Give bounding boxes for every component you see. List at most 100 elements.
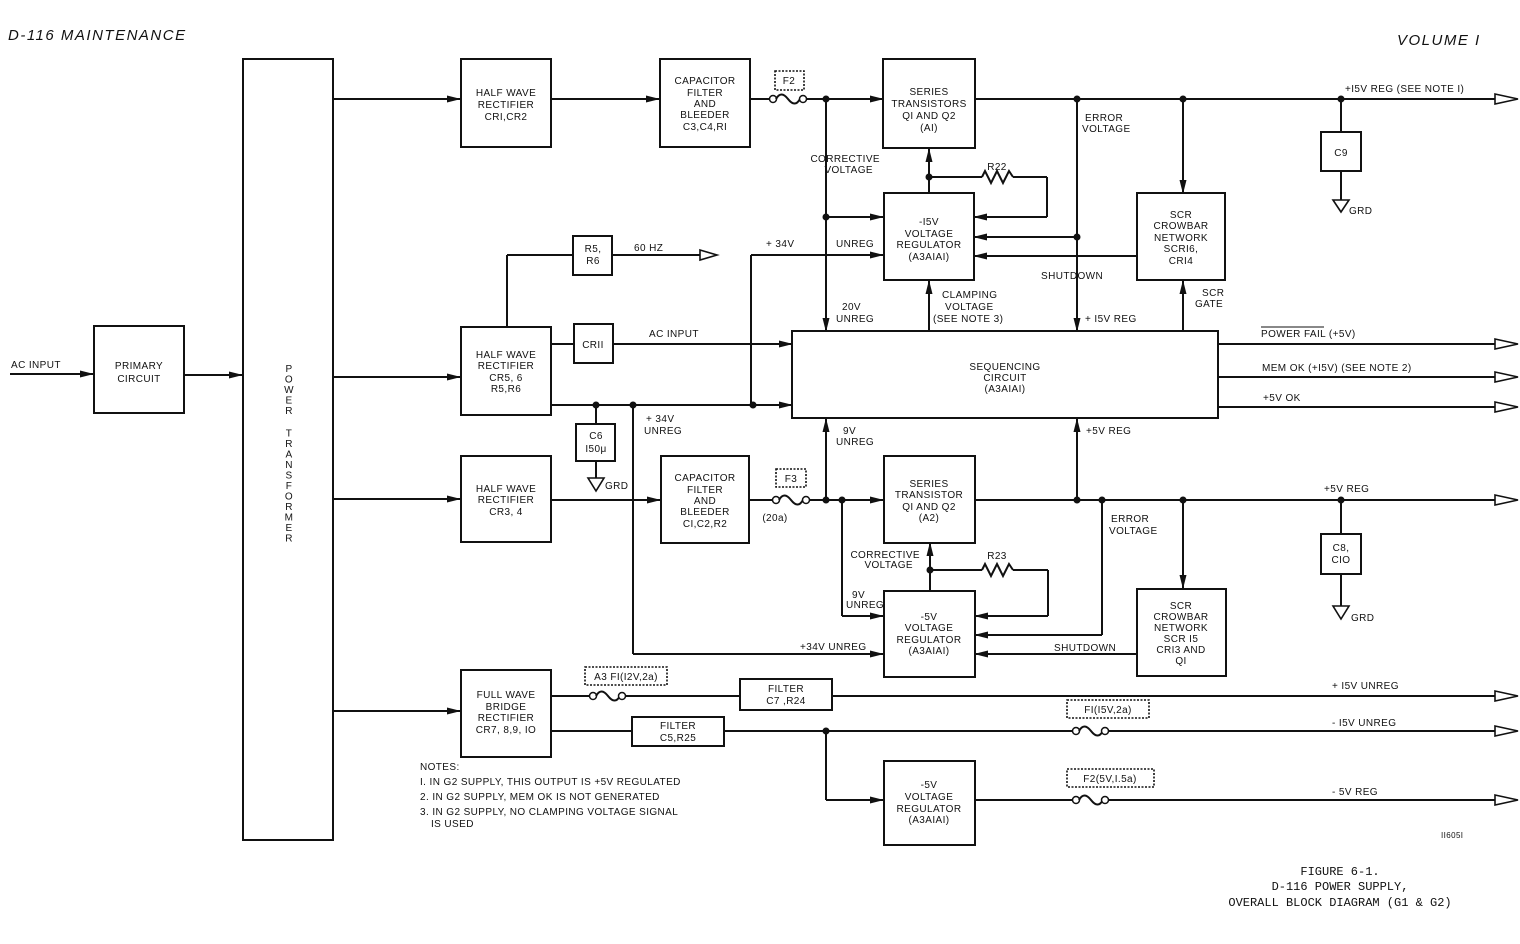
- 20v-unreg-label: UNREG: [836, 314, 874, 325]
- full-wave-bridge-block: FULL WAVE BRIDGE RECTIFIER CR7, 8,9, IO: [460, 669, 552, 758]
- primary-circuit-block: PRIMARY CIRCUIT: [93, 325, 185, 414]
- svg-text:CIRCUIT: CIRCUIT: [983, 373, 1026, 384]
- power-transformer-letter: O: [285, 375, 293, 386]
- svg-text:CROWBAR: CROWBAR: [1153, 612, 1208, 623]
- fuse-f1-label: FI(I5V,2a): [1084, 705, 1132, 716]
- clamping-label-3: (SEE NOTE 3): [933, 314, 1003, 325]
- svg-text:FULL WAVE: FULL WAVE: [477, 690, 536, 701]
- half-wave-rectifier-cr5-block: HALF WAVE RECTIFIER CR5, 6 R5,R6: [460, 326, 552, 416]
- corrective-voltage-1-label: CORRECTIVE: [810, 154, 880, 165]
- half-wave-rectifier-cr1-cr2-block: HALF WAVE RECTIFIER CRI,CR2: [460, 58, 552, 148]
- fuse-f2-label: F2: [783, 76, 796, 87]
- half-wave-rectifier-cr3-block: HALF WAVE RECTIFIER CR3, 4: [460, 455, 552, 543]
- 9v-seq-label: 9V: [843, 426, 856, 437]
- svg-text:R6: R6: [586, 256, 600, 267]
- filter-c5-block: FILTER C5,R25: [631, 716, 725, 747]
- fuse-labels: F2 F3 (20a) A3 FI(I2V,2a) FI(I5V,2a) F2(…: [584, 70, 1155, 788]
- filter-c7-block: FILTER C7 ,R24: [739, 678, 833, 711]
- svg-text:AND: AND: [694, 99, 716, 110]
- plus34-unreg-2-label: +34V UNREG: [800, 642, 867, 653]
- output-plus15-reg: +I5V REG (SEE NOTE I): [1345, 84, 1464, 95]
- fuse-f2-5v-icon: [1071, 794, 1110, 806]
- svg-text:REGULATOR: REGULATOR: [897, 804, 962, 815]
- svg-text:CIO: CIO: [1332, 555, 1351, 566]
- ground-icon: [1331, 605, 1351, 621]
- svg-text:CI,C2,R2: CI,C2,R2: [683, 519, 727, 530]
- r5-r6-block: R5, R6: [572, 235, 613, 276]
- svg-text:RECTIFIER: RECTIFIER: [478, 100, 534, 111]
- svg-text:(A3AIAI): (A3AIAI): [985, 384, 1026, 395]
- clamping-label: CLAMPING: [942, 290, 997, 301]
- svg-text:FILTER: FILTER: [687, 485, 723, 496]
- svg-text:TRANSISTORS: TRANSISTORS: [891, 99, 966, 110]
- ac-input-seq-label: AC INPUT: [649, 329, 699, 340]
- shutdown-1-label: SHUTDOWN: [1041, 271, 1103, 282]
- fuse-f3-rating: (20a): [762, 513, 787, 524]
- svg-text:FILTER: FILTER: [768, 684, 804, 695]
- svg-text:C8,: C8,: [1333, 543, 1350, 554]
- output-arrows: [699, 93, 1519, 806]
- 9v-seq-unreg-label: UNREG: [836, 437, 874, 448]
- fuse-symbols: [588, 93, 1110, 806]
- svg-text:I. IN G2 SUPPLY, THIS OUTPUT I: I. IN G2 SUPPLY, THIS OUTPUT IS +5V REGU…: [420, 777, 681, 788]
- fuse-f3-icon: [771, 494, 811, 506]
- c8-c10-block: C8, CIO: [1320, 533, 1362, 575]
- svg-text:C6: C6: [589, 431, 603, 442]
- signal-labels: AC INPUT AC INPUT 60 HZ + 34V UNREG 20V …: [11, 113, 1463, 840]
- svg-text:CRI4: CRI4: [1169, 256, 1193, 267]
- svg-text:CIRCUIT: CIRCUIT: [117, 374, 160, 385]
- svg-text:IS USED: IS USED: [431, 819, 474, 830]
- svg-text:QI AND Q2: QI AND Q2: [902, 111, 956, 122]
- power-transformer-letter: N: [285, 460, 293, 471]
- svg-text:(AI): (AI): [920, 123, 938, 134]
- power-transformer-letter: F: [286, 481, 293, 492]
- svg-text:SCRI6,: SCRI6,: [1164, 244, 1199, 255]
- svg-text:PRIMARY: PRIMARY: [115, 361, 163, 372]
- 9v-reg-label: 9V: [852, 590, 865, 601]
- svg-text:HALF WAVE: HALF WAVE: [476, 88, 536, 99]
- r22-label: R22: [987, 162, 1007, 173]
- error-voltage-2-label-2: VOLTAGE: [1109, 526, 1158, 537]
- svg-text:R5,: R5,: [585, 244, 602, 255]
- svg-text:(A3AIAI): (A3AIAI): [909, 646, 950, 657]
- svg-text:SCR I5: SCR I5: [1164, 634, 1199, 645]
- c6-block: C6 I50μ: [575, 423, 616, 462]
- power-transformer-letter: R: [285, 406, 293, 417]
- fuse-f2-icon: [768, 93, 808, 105]
- svg-text:BLEEDER: BLEEDER: [680, 110, 730, 121]
- svg-text:SCR: SCR: [1170, 210, 1192, 221]
- svg-text:I50μ: I50μ: [585, 444, 606, 455]
- wires: [10, 95, 1495, 804]
- svg-text:C5,R25: C5,R25: [660, 733, 696, 744]
- minus-5v-regulator-a-block: -5V VOLTAGE REGULATOR (A3AIAI): [883, 590, 976, 678]
- svg-text:SEQUENCING: SEQUENCING: [969, 362, 1040, 373]
- power-transformer-letter: P: [285, 364, 292, 375]
- grd-c6-label: GRD: [605, 481, 628, 492]
- error-voltage-2-label: ERROR: [1111, 514, 1149, 525]
- series-transistors-a1-block: SERIES TRANSISTORS QI AND Q2 (AI): [882, 58, 976, 149]
- svg-text:(A3AIAI): (A3AIAI): [909, 815, 950, 826]
- output-mem-ok: MEM OK (+I5V) (SEE NOTE 2): [1262, 363, 1412, 374]
- svg-text:CAPACITOR: CAPACITOR: [674, 473, 735, 484]
- power-transformer-letter: S: [285, 471, 292, 482]
- header-right: VOLUME I: [1397, 32, 1481, 49]
- power-transformer-letter: R: [285, 439, 293, 450]
- power-transformer-letter: T: [286, 429, 293, 440]
- plus15-reg-in-label: + I5V REG: [1085, 314, 1137, 325]
- ground-icon: [586, 477, 606, 493]
- figure-caption: FIGURE 6-1. D-116 POWER SUPPLY, OVERALL …: [1228, 865, 1451, 910]
- minus-15v-regulator-block: -I5V VOLTAGE REGULATOR (A3AIAI): [883, 192, 975, 281]
- scr-crowbar-1-block: SCR CROWBAR NETWORK SCRI6, CRI4: [1136, 192, 1226, 281]
- power-transformer-letter: R: [285, 534, 293, 545]
- output-plus5-ok: +5V OK: [1263, 393, 1301, 404]
- svg-text:C7 ,R24: C7 ,R24: [766, 696, 806, 707]
- svg-text:AND: AND: [694, 496, 716, 507]
- error-voltage-1-label: ERROR: [1085, 113, 1123, 124]
- fuse-a3f1-label: A3 FI(I2V,2a): [594, 672, 658, 683]
- 9v-reg-unreg-label: UNREG: [846, 600, 884, 611]
- svg-text:CRII: CRII: [582, 340, 604, 351]
- corrective-voltage-2-label: CORRECTIVE: [850, 550, 920, 561]
- error-voltage-1-label-2: VOLTAGE: [1082, 124, 1131, 135]
